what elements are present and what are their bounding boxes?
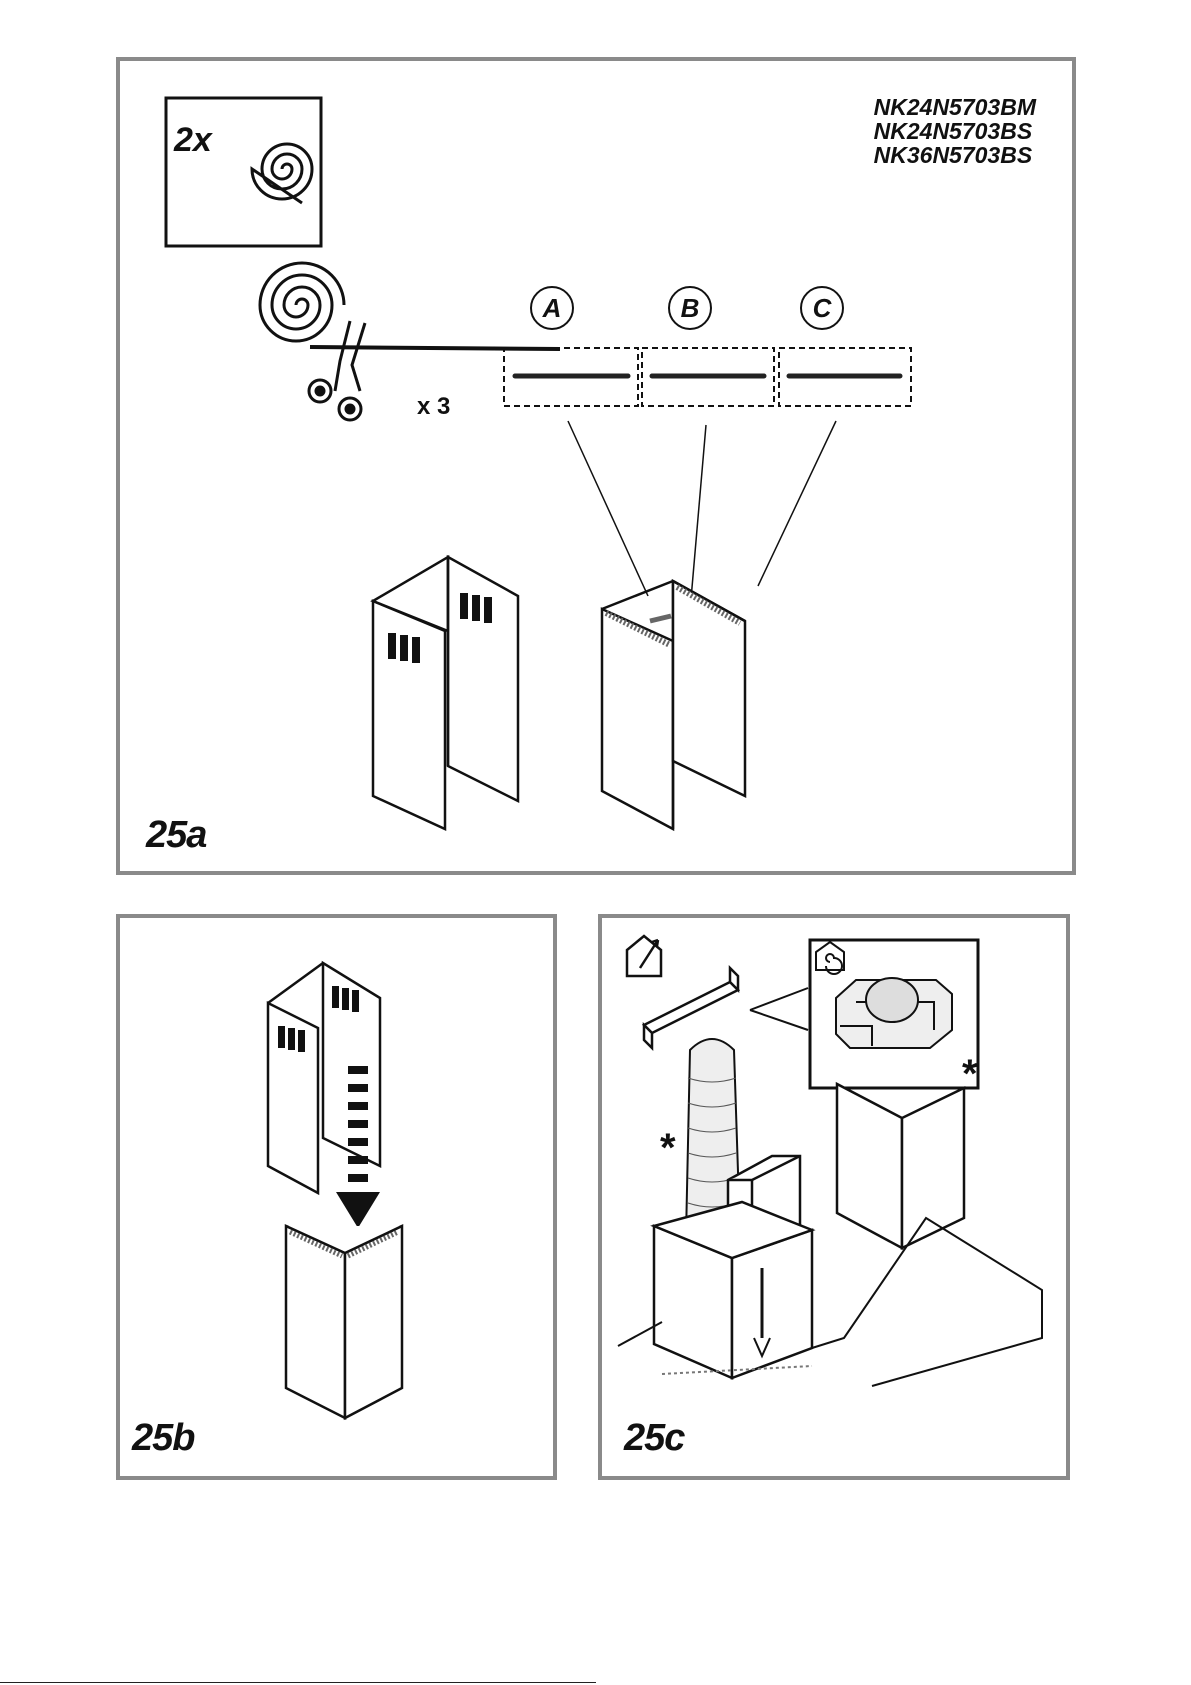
panel-25a-illustration bbox=[120, 61, 1072, 871]
model-number: NK24N5703BS bbox=[874, 119, 1036, 143]
chimney-cover-left bbox=[373, 557, 518, 829]
panel-25b: 25b bbox=[116, 914, 557, 1480]
hood-base bbox=[654, 1202, 812, 1378]
figure-label-25c: 25c bbox=[624, 1419, 684, 1457]
seal-count-label: 2x bbox=[174, 121, 212, 160]
chimney-installed bbox=[837, 1084, 964, 1248]
carbon-filter-unit bbox=[836, 978, 952, 1048]
spiral-seal-icon bbox=[252, 144, 312, 203]
figure-label-25b: 25b bbox=[132, 1419, 194, 1457]
model-number: NK24N5703BM bbox=[874, 95, 1036, 119]
strip-label-a: A bbox=[530, 286, 574, 330]
panel-25c: * * 25c bbox=[598, 914, 1070, 1480]
footer-rule bbox=[0, 1682, 596, 1683]
figure-label-25a: 25a bbox=[146, 816, 206, 854]
asterisk-duct: * bbox=[660, 1128, 675, 1168]
spiral-seal-roll-icon bbox=[260, 263, 560, 349]
panel-25a: 2x x 3 A B C NK24N5703BM NK24N5703BS NK3… bbox=[116, 57, 1076, 875]
panel-25c-illustration bbox=[602, 918, 1066, 1476]
strip-label-b: B bbox=[668, 286, 712, 330]
model-number: NK36N5703BS bbox=[874, 143, 1036, 167]
lower-chimney-cover bbox=[286, 1226, 402, 1418]
asterisk-inset: * bbox=[962, 1054, 977, 1094]
panel-25b-illustration bbox=[120, 918, 553, 1476]
chimney-cover-right-with-seals bbox=[602, 581, 745, 829]
mounting-bracket bbox=[644, 968, 738, 1048]
model-list: NK24N5703BM NK24N5703BS NK36N5703BS bbox=[874, 95, 1036, 167]
house-vent-out-icon bbox=[627, 936, 661, 976]
cut-count-label: x 3 bbox=[417, 393, 450, 421]
strip-label-c: C bbox=[800, 286, 844, 330]
